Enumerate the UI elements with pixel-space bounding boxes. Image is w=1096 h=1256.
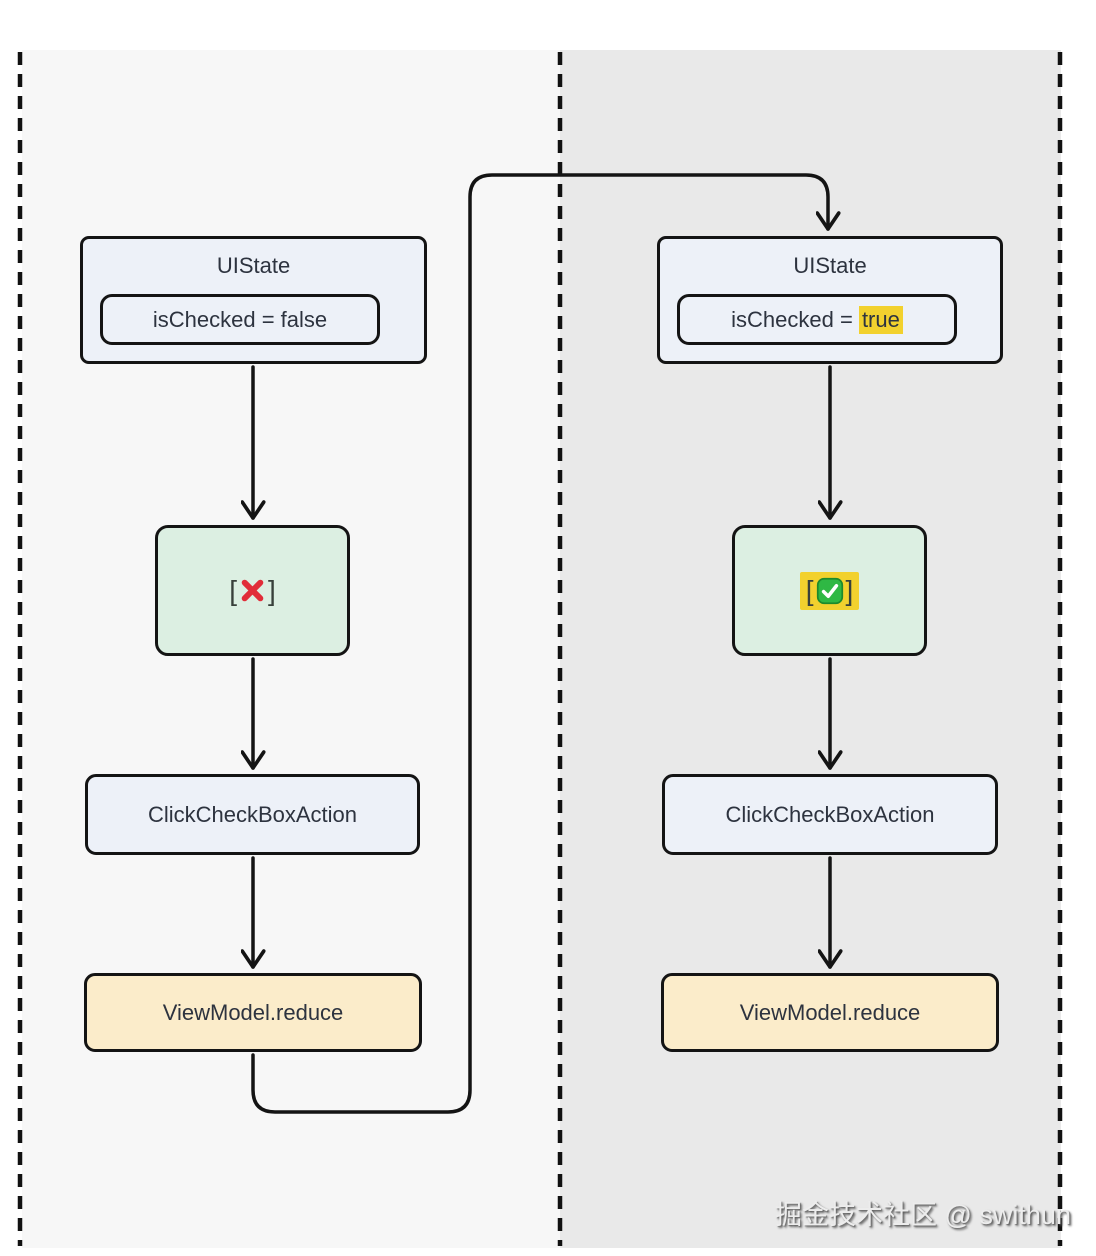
- left-uistate-title: UIState: [216, 253, 291, 278]
- right-action-label: ClickCheckBoxAction: [725, 801, 935, 827]
- open-bracket: [: [805, 574, 814, 606]
- left-action-label: ClickCheckBoxAction: [147, 801, 358, 827]
- right-checkbox-node: [ ]: [732, 525, 927, 656]
- check-mark-icon: [816, 577, 843, 604]
- right-reduce-label: ViewModel.reduce: [739, 999, 921, 1025]
- right-action-node: ClickCheckBoxAction: [662, 774, 998, 855]
- right-uistate-title: UIState: [793, 253, 867, 278]
- close-bracket: ]: [268, 574, 276, 606]
- right-reduce-node: ViewModel.reduce: [661, 973, 999, 1052]
- cross-mark-icon: [241, 579, 264, 602]
- left-uistate-node: UIState isChecked = false: [80, 236, 427, 364]
- left-checkbox-glyph: [ ]: [229, 574, 276, 606]
- right-ischecked-value-highlighted: true: [858, 305, 903, 334]
- left-checkbox-node: [ ]: [155, 525, 350, 656]
- right-uistate-node: UIState isChecked = true: [657, 236, 1003, 364]
- left-reduce-label: ViewModel.reduce: [162, 999, 344, 1025]
- left-ischecked-text: isChecked = false: [152, 306, 328, 332]
- right-ischecked-prefix: isChecked =: [731, 306, 859, 332]
- right-ischecked-field: isChecked = true: [677, 294, 957, 345]
- left-action-node: ClickCheckBoxAction: [85, 774, 420, 855]
- close-bracket: ]: [845, 574, 854, 606]
- right-checkbox-glyph-highlighted: [ ]: [799, 571, 860, 610]
- left-reduce-node: ViewModel.reduce: [84, 973, 422, 1052]
- open-bracket: [: [229, 574, 237, 606]
- left-ischecked-field: isChecked = false: [100, 294, 380, 345]
- watermark-text: 掘金技术社区 @ swithun: [775, 1200, 1071, 1230]
